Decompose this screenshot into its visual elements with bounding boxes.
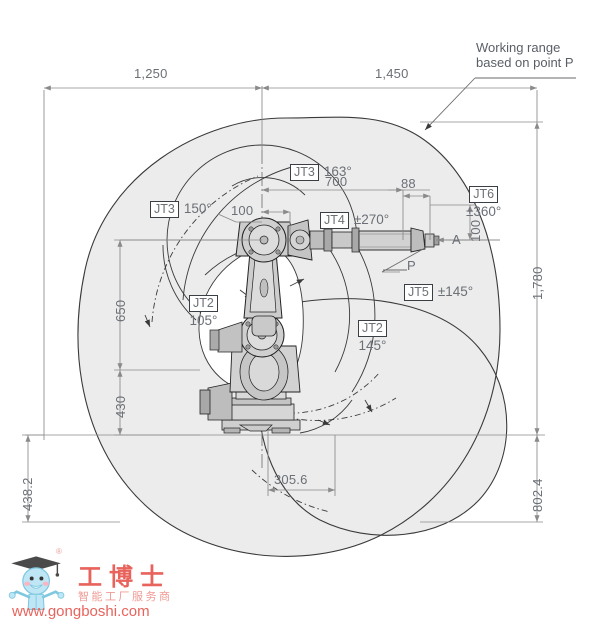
joint-callout-jt3-upper: JT3 163°: [290, 163, 352, 182]
registered-mark: ®: [56, 547, 62, 556]
jt6-tag: JT6: [469, 186, 499, 204]
jt2-right-tag: JT2: [358, 320, 387, 338]
working-range-note-line2: based on point P: [476, 55, 574, 70]
point-p-label: P: [407, 258, 416, 273]
dim-1780: 1,780: [530, 266, 545, 300]
dim-100-tool: 100: [468, 219, 483, 242]
dim-430: 430: [113, 395, 128, 418]
brand-url: www.gongboshi.com: [12, 603, 150, 620]
jt3-left-tag: JT3: [150, 201, 179, 219]
dim-438: 438.2: [20, 477, 35, 511]
dim-305: 305.6: [274, 472, 308, 487]
jt1-turret: [229, 343, 301, 401]
dim-100-shoulder: 100: [231, 203, 254, 218]
working-range-note: Working range based on point P: [476, 40, 574, 70]
joint-callout-jt6: JT6±360°: [466, 185, 501, 219]
jt5-tag: JT5: [404, 284, 433, 302]
dimension-lines: [22, 85, 543, 523]
dim-700: 700: [325, 174, 348, 189]
jt4-tag: JT4: [320, 212, 349, 230]
mascot-icon: [8, 556, 65, 610]
jt5-angle: ±145°: [437, 284, 474, 299]
watermark: ® 工博士 智能工厂服务商 www.gongboshi.com: [4, 545, 189, 623]
brand-name-cn: 工博士: [78, 563, 171, 591]
jt3-upper-angle: 163°: [323, 164, 352, 179]
jt2-left-angle: 105°: [189, 313, 218, 329]
jt2-left-tag: JT2: [189, 295, 218, 313]
working-range-leader: [424, 77, 576, 131]
robot-arm: [199, 217, 440, 434]
dim-802: 802.4: [530, 478, 545, 512]
dim-650: 650: [113, 299, 128, 322]
working-range-note-line1: Working range: [476, 40, 561, 55]
joint-callout-jt4: JT4 ±270°: [320, 211, 390, 230]
jt4-angle: ±270°: [353, 212, 390, 227]
jt6-angle: ±360°: [466, 204, 502, 220]
brand-tagline-cn: 智能工厂服务商: [78, 590, 173, 603]
jt3-upper-tag: JT3: [290, 164, 319, 182]
point-a-label: A: [452, 232, 461, 247]
jt4-forearm: [309, 227, 440, 253]
dim-1450: 1,450: [375, 66, 409, 81]
joint-callout-jt5: JT5 ±145°: [404, 283, 474, 302]
dim-1250: 1,250: [134, 66, 168, 81]
robot-base: [199, 382, 301, 434]
jt3-left-angle: 150°: [183, 201, 212, 216]
jt3-joint: [235, 217, 313, 263]
jt2-right-angle: 145°: [358, 338, 387, 354]
joint-callout-jt3-left: JT3 150°: [150, 200, 212, 219]
dim-88: 88: [401, 176, 416, 191]
